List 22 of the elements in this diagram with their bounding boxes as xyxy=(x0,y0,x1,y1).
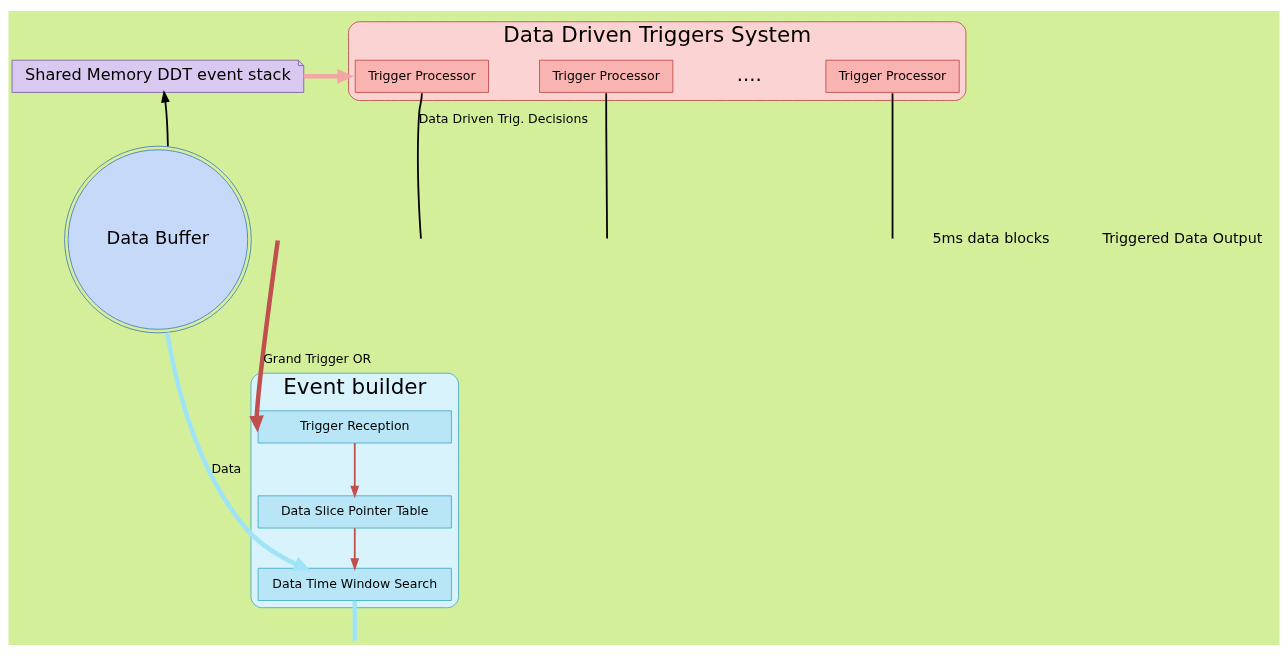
edge-label: Data Driven Trig. Decisions xyxy=(418,111,588,127)
arrow xyxy=(350,527,360,571)
label: 5ms data blocks xyxy=(932,229,1050,246)
node-box: Data Time Window Search xyxy=(257,567,452,601)
node-box: Trigger Processor xyxy=(539,59,674,93)
node-box: Trigger Reception xyxy=(257,410,452,444)
node-box: Trigger Processor xyxy=(825,59,960,93)
node-box: Data Slice Pointer Table xyxy=(257,495,452,529)
connector xyxy=(605,92,608,240)
arrow xyxy=(350,442,360,499)
arrow xyxy=(303,69,355,84)
node-box: Trigger Processor xyxy=(354,59,489,93)
arrow xyxy=(164,332,311,571)
label: Triggered Data Output xyxy=(1102,229,1263,246)
arrow xyxy=(249,240,280,433)
edge-label: Grand Trigger OR xyxy=(263,350,372,366)
connector xyxy=(416,92,423,240)
connector xyxy=(891,92,894,240)
arrow xyxy=(161,90,170,148)
label: .... xyxy=(736,63,762,87)
edge-label: Data xyxy=(211,460,242,476)
connector xyxy=(352,600,357,641)
